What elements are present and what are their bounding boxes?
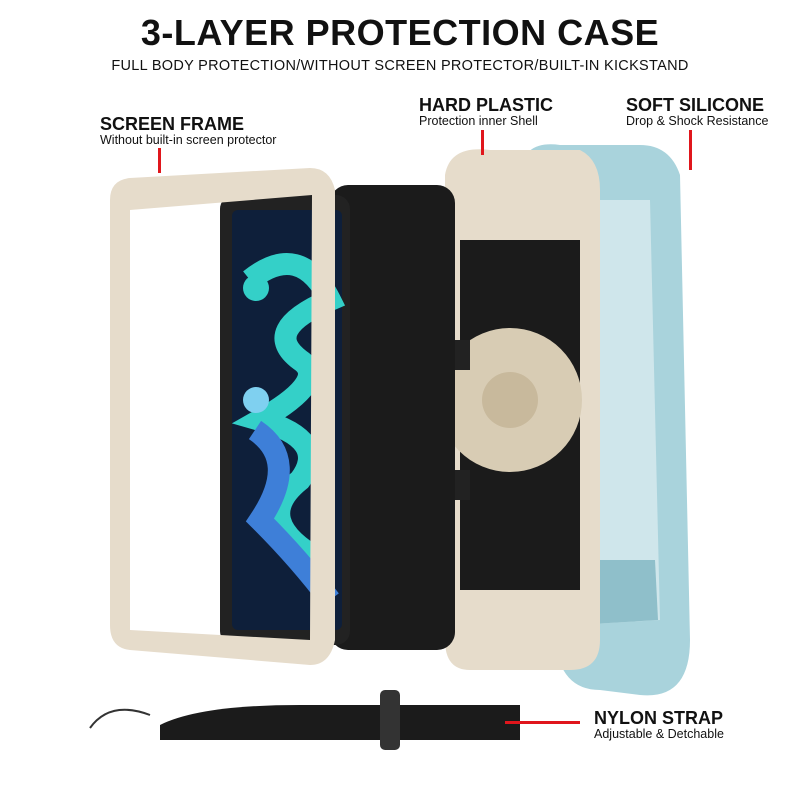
page-subtitle: FULL BODY PROTECTION/WITHOUT SCREEN PROT… bbox=[111, 58, 689, 74]
label-detail: Adjustable & Detchable bbox=[594, 727, 724, 741]
label-nylon-strap: NYLON STRAP Adjustable & Detchable bbox=[594, 709, 724, 741]
label-hard-plastic: HARD PLASTIC Protection inner Shell bbox=[419, 96, 553, 128]
tablet bbox=[220, 185, 455, 650]
screen-frame-layer bbox=[110, 168, 335, 665]
label-detail: Without built-in screen protector bbox=[100, 133, 277, 147]
hard-plastic-layer bbox=[438, 149, 600, 670]
pointer-line bbox=[158, 148, 161, 173]
nylon-strap bbox=[89, 690, 520, 750]
pointer-line bbox=[689, 130, 692, 170]
page-title: 3-LAYER PROTECTION CASE bbox=[140, 12, 660, 53]
label-heading: NYLON STRAP bbox=[594, 708, 724, 728]
label-soft-silicone: SOFT SILICONE Drop & Shock Resistance bbox=[626, 96, 768, 128]
label-heading: HARD PLASTIC bbox=[419, 95, 553, 115]
pointer-line bbox=[505, 721, 580, 724]
label-screen-frame: SCREEN FRAME Without built-in screen pro… bbox=[100, 115, 276, 147]
label-detail: Drop & Shock Resistance bbox=[626, 114, 769, 128]
label-detail: Protection inner Shell bbox=[419, 114, 538, 128]
label-heading: SCREEN FRAME bbox=[100, 114, 245, 134]
pointer-line bbox=[481, 130, 484, 155]
label-heading: SOFT SILICONE bbox=[626, 95, 765, 115]
